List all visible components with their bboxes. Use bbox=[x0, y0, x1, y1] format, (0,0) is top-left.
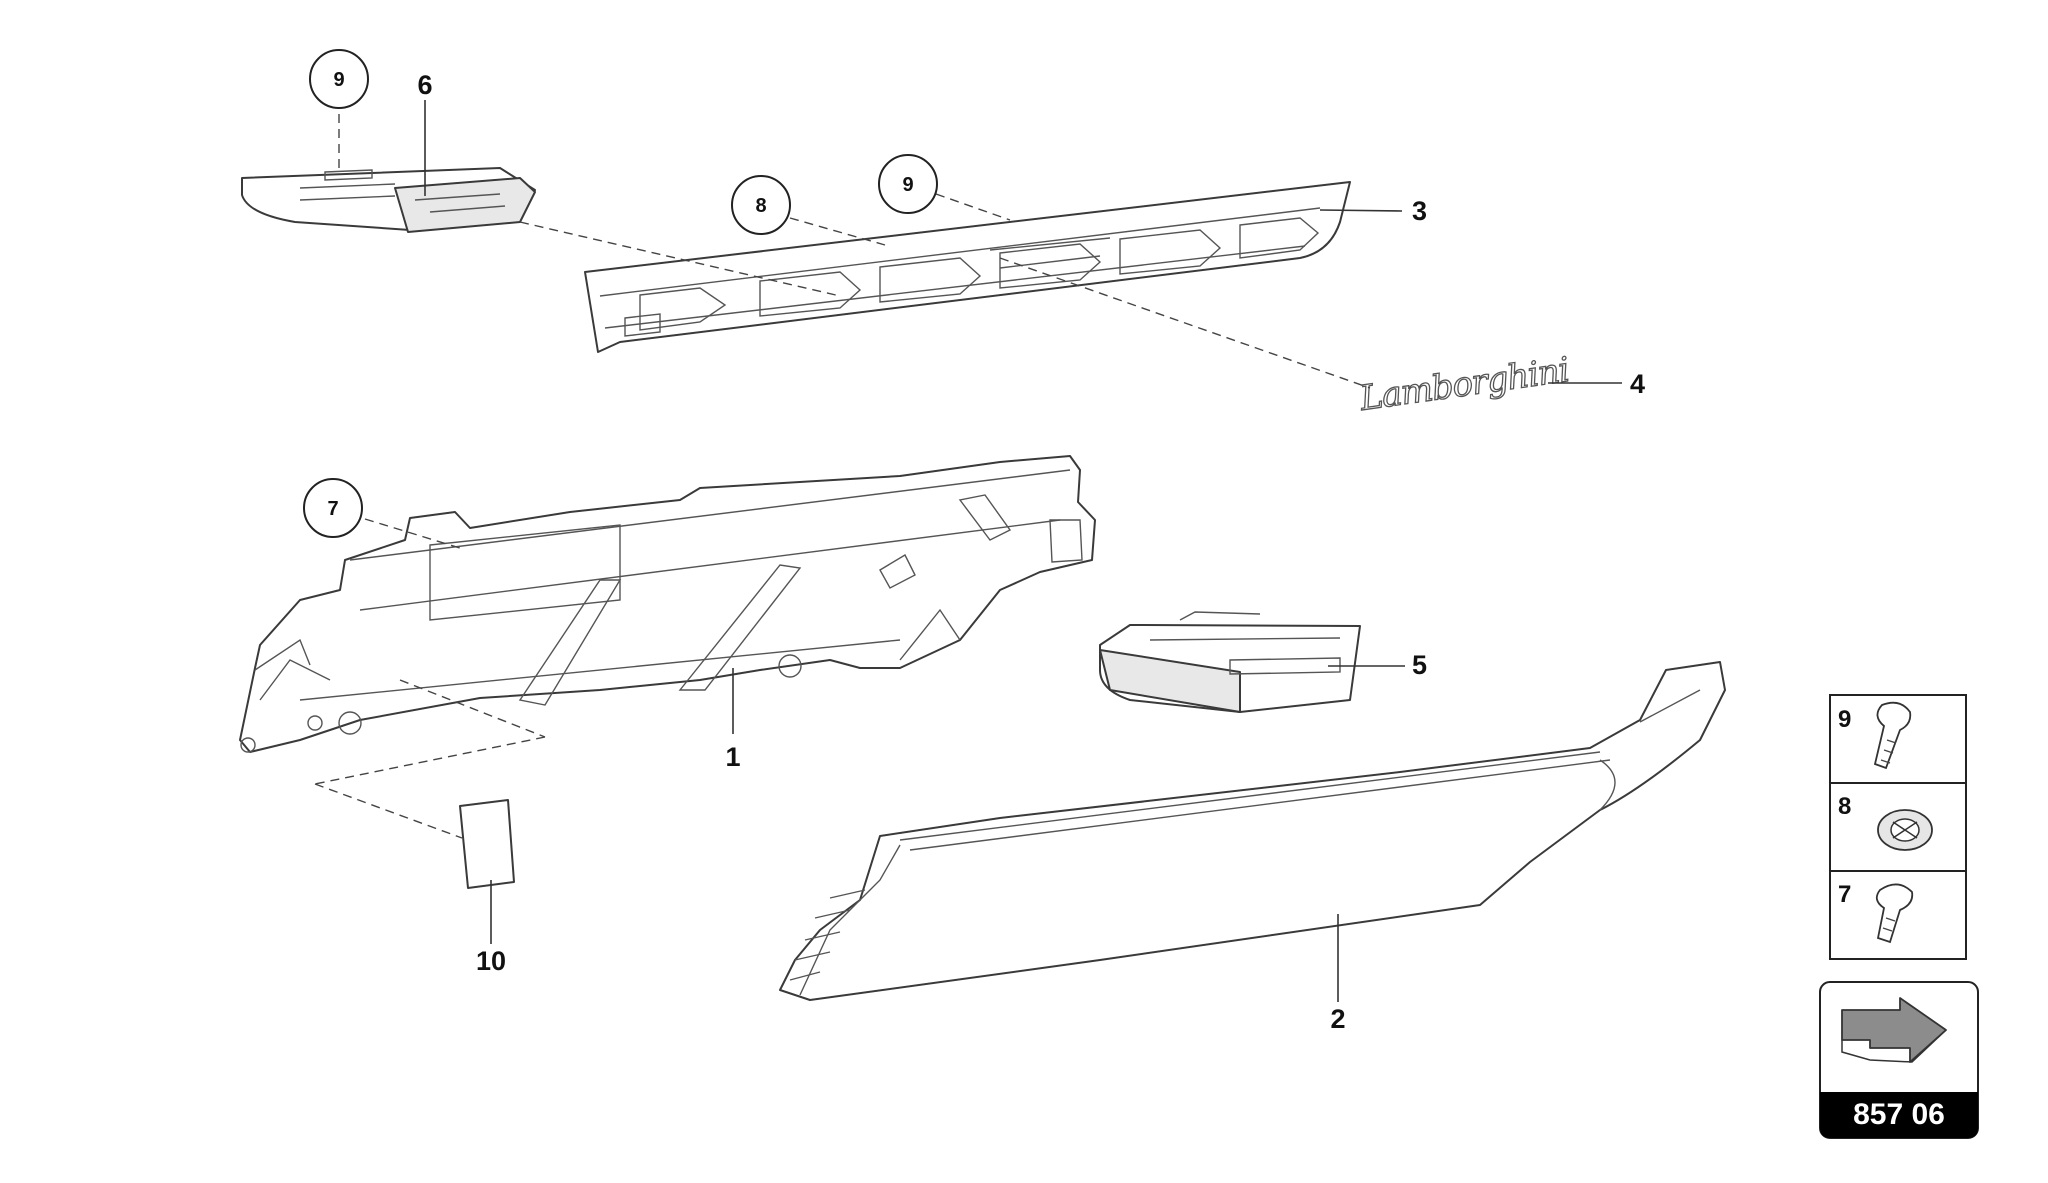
legend-row-7: 7 bbox=[1838, 881, 1914, 944]
leader-lines bbox=[424, 100, 1622, 1002]
part-label-3: 3 bbox=[1412, 196, 1427, 226]
callout-9-top: 9 bbox=[309, 49, 369, 109]
part-10-cover bbox=[459, 799, 515, 889]
svg-text:9: 9 bbox=[902, 174, 913, 196]
legend-row-8: 8 bbox=[1838, 793, 1933, 851]
reference-number: 857 06 bbox=[1853, 1098, 1945, 1131]
part-5-tray bbox=[1099, 611, 1361, 713]
part-label-4: 4 bbox=[1630, 369, 1645, 399]
reference-box[interactable]: 857 06 bbox=[1819, 981, 1979, 1139]
callout-9-middle: 9 bbox=[878, 154, 938, 214]
part-label-10: 10 bbox=[476, 946, 506, 976]
part-3-vent-grille bbox=[584, 181, 1351, 353]
arrow-icon bbox=[1841, 997, 1947, 1063]
part-2-trim-panel bbox=[779, 661, 1726, 1001]
part-label-1: 1 bbox=[725, 742, 740, 772]
callout-7: 7 bbox=[303, 478, 363, 538]
part-number-labels: 6 3 4 5 1 10 2 bbox=[417, 70, 1645, 1034]
dashed-assembly-lines bbox=[314, 114, 1371, 839]
emblem-lettering: Lamborghini bbox=[1357, 350, 1572, 419]
part-6-vent-duct bbox=[241, 167, 536, 233]
part-4-emblem: Lamborghini bbox=[1356, 349, 1572, 419]
svg-text:8: 8 bbox=[755, 195, 766, 217]
svg-text:9: 9 bbox=[333, 69, 344, 91]
part-label-5: 5 bbox=[1412, 650, 1427, 680]
legend-row-9: 9 bbox=[1838, 701, 1912, 770]
bolt-icon bbox=[1873, 701, 1912, 770]
part-1-support-frame bbox=[239, 455, 1096, 753]
part-label-6: 6 bbox=[417, 70, 432, 100]
screw-icon bbox=[1875, 883, 1914, 944]
clip-nut-icon bbox=[1877, 809, 1933, 851]
callout-8: 8 bbox=[731, 175, 791, 235]
svg-text:9: 9 bbox=[1838, 706, 1851, 733]
part-label-2: 2 bbox=[1330, 1004, 1345, 1034]
hardware-legend: 9 8 7 bbox=[1829, 694, 1967, 960]
svg-text:8: 8 bbox=[1838, 793, 1851, 820]
svg-text:7: 7 bbox=[327, 498, 338, 520]
svg-text:7: 7 bbox=[1838, 881, 1851, 908]
